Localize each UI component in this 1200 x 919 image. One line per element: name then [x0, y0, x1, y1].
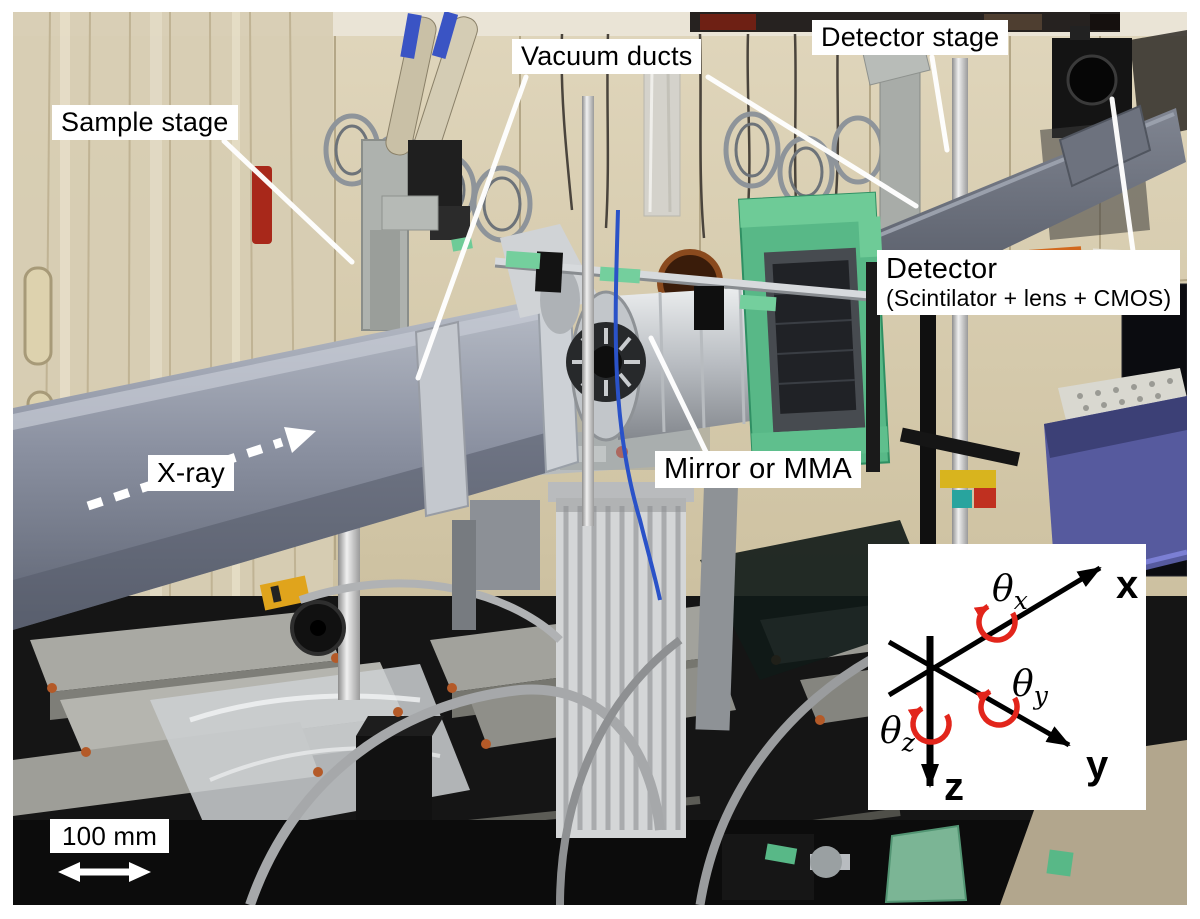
- x-axis: [887, 565, 1102, 698]
- leader-lines: [221, 54, 1136, 455]
- vacuum-ducts-label: Vacuum ducts: [512, 39, 702, 75]
- detector-label-title: Detector: [886, 253, 998, 285]
- mirror-mma-label: Mirror or MMA: [655, 451, 861, 489]
- scalebar-label: 100 mm: [50, 819, 170, 854]
- xray-arrow: [86, 427, 316, 511]
- xray-label: X-ray: [148, 455, 234, 492]
- detector-stage-label: Detector stage: [812, 20, 1009, 56]
- sample-stage-tower: [361, 12, 478, 331]
- detector-label: Detector (Scintilator + lens + CMOS): [877, 250, 1181, 316]
- theta-y-label: θy: [1012, 664, 1049, 710]
- y-axis-label: y: [1086, 743, 1109, 787]
- sample-stage-label: Sample stage: [52, 105, 238, 141]
- theta-x-label: θx: [992, 569, 1028, 615]
- keyboard: [1058, 368, 1187, 420]
- leader-vacuum-duct-right: [705, 74, 919, 209]
- blue-cable: [613, 209, 662, 601]
- post-and-knob: [259, 520, 360, 700]
- leader-mirror: [648, 335, 709, 455]
- wall-extinguisher: [252, 166, 272, 244]
- theta-y-rotation-arrow: [975, 689, 1020, 728]
- theta-x-rotation-arrow: [973, 604, 1018, 643]
- z-axis-label: z: [944, 765, 964, 809]
- leader-detector-stage: [929, 54, 950, 153]
- coordinate-inset: x y z θx θy θz: [868, 544, 1146, 810]
- leader-sample-stage: [221, 138, 355, 265]
- thin-post: [582, 96, 594, 526]
- theta-z-rotation-arrow: [907, 706, 952, 745]
- vacuum-duct-main: [13, 286, 580, 630]
- leader-detector: [1109, 96, 1136, 254]
- scalebar-arrow: [58, 862, 151, 882]
- pipe-clamp: [414, 320, 470, 518]
- detector-label-subtitle: (Scintilator + lens + CMOS): [886, 285, 1172, 312]
- x-axis-label: x: [1116, 563, 1138, 607]
- leader-vacuum-duct-left: [415, 74, 529, 381]
- theta-z-label: θz: [880, 711, 916, 757]
